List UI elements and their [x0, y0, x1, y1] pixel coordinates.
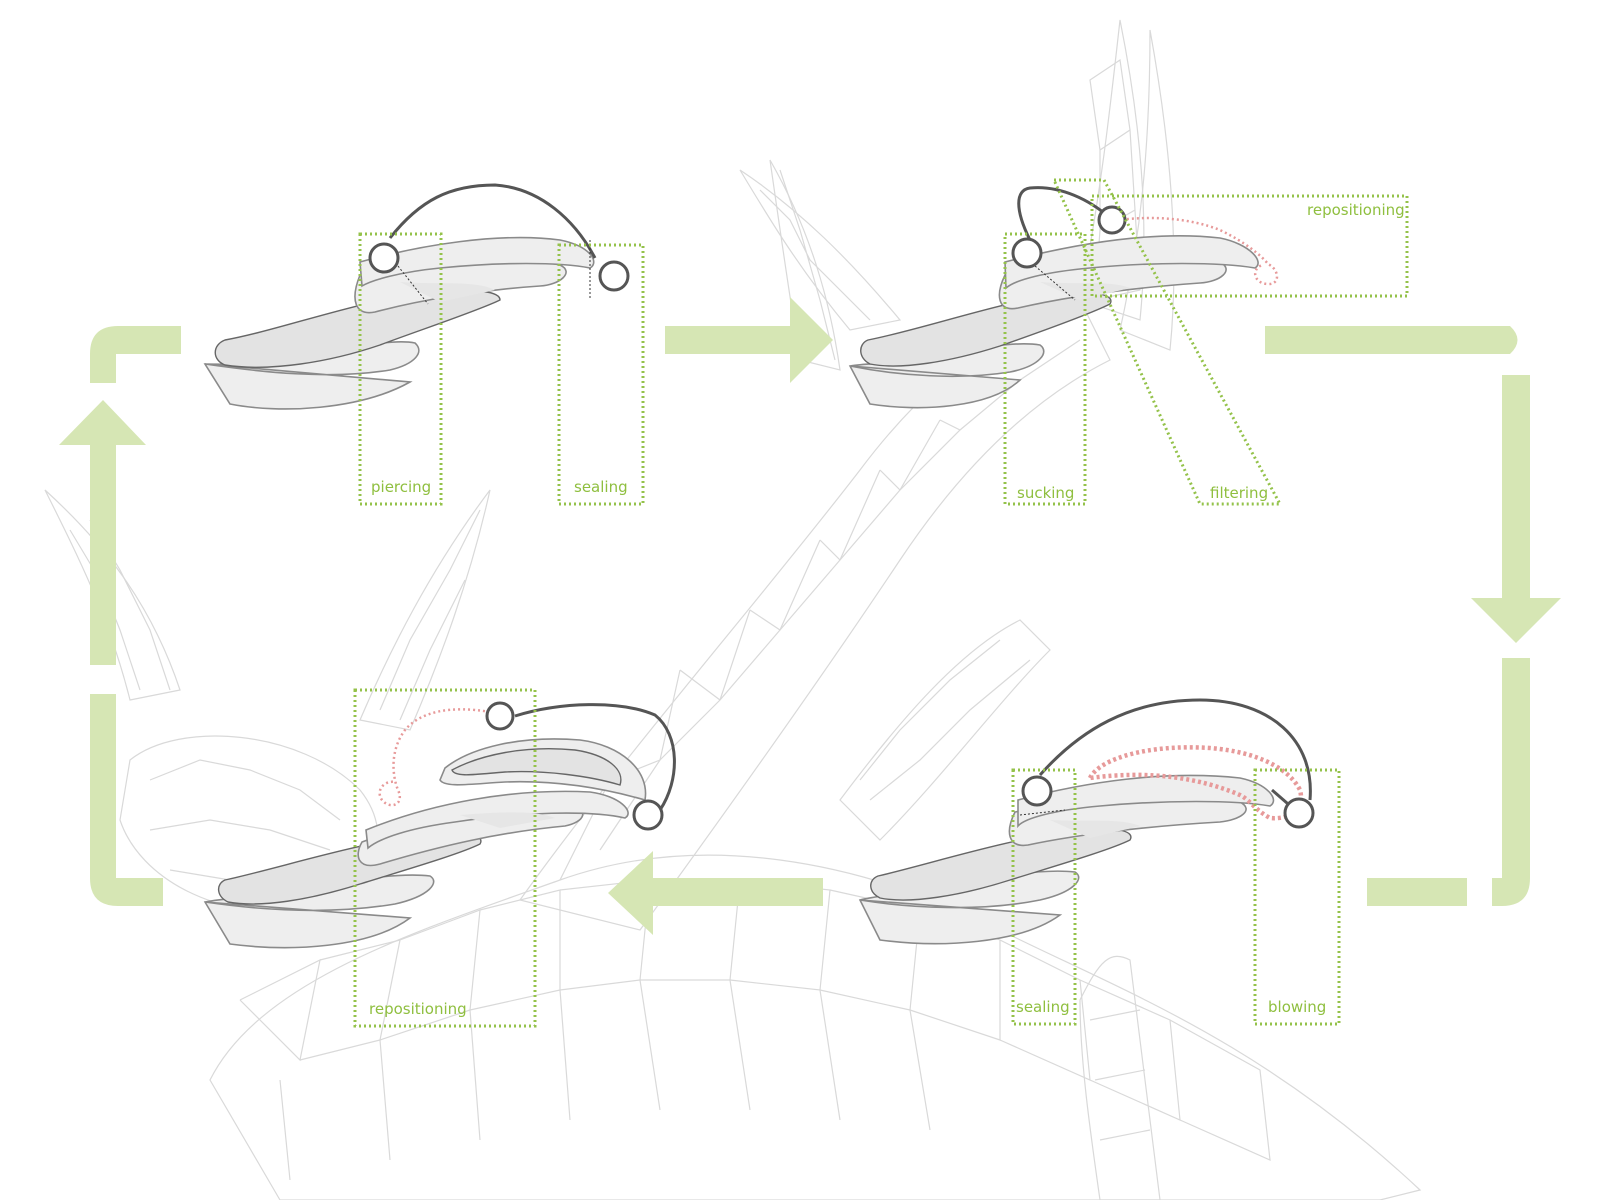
repositioning-bottom-label: repositioning: [369, 1000, 467, 1018]
air-path: [1111, 216, 1279, 286]
tissue-body: [203, 738, 647, 949]
repositioning-node: [485, 701, 515, 731]
cycle-flow-arrows: [59, 297, 1561, 935]
blowing-box: [1253, 768, 1341, 1026]
stage-piercing-sealing: piercing sealing: [203, 183, 645, 506]
repositioning-top-box: [1090, 194, 1409, 298]
arrow-right-top: [665, 297, 833, 383]
actuator-arc: [1038, 698, 1312, 801]
sealing-top-label: sealing: [574, 478, 628, 496]
anchor-node: [632, 799, 664, 831]
filtering-label: filtering: [1210, 484, 1268, 502]
stage-sucking-filtering: sucking filtering repositioning: [848, 178, 1409, 506]
stage-sealing-blowing: sealing blowing: [858, 698, 1341, 1026]
repositioning-bottom-box: [353, 688, 537, 1028]
piercing-label: piercing: [371, 478, 431, 496]
actuator-arc: [388, 183, 597, 259]
repositioning-top-label: repositioning: [1307, 201, 1405, 219]
air-path: [378, 708, 491, 807]
stage-repositioning: repositioning: [203, 688, 676, 1028]
sucking-node: [1011, 237, 1043, 269]
sealing-node: [598, 260, 630, 292]
tissue-body: [858, 774, 1275, 945]
sucking-box: [1003, 232, 1087, 506]
arrow-up-left: [59, 400, 146, 665]
piercing-box: [358, 232, 443, 506]
arrow-left-bottom: [608, 851, 823, 935]
arrow-down-right: [1471, 375, 1561, 643]
sealing-box: [557, 243, 645, 506]
blowing-label: blowing: [1268, 998, 1326, 1016]
actuator-arc: [1017, 186, 1112, 241]
bar-top-right: [1265, 326, 1518, 354]
piercing-node: [368, 242, 400, 274]
air-path: [1087, 745, 1304, 821]
sealing-node: [1021, 775, 1053, 807]
bar-right-lower: [1492, 658, 1530, 906]
sealing-bottom-box: [1011, 768, 1077, 1026]
sealing-bottom-label: sealing: [1016, 998, 1070, 1016]
sucking-label: sucking: [1017, 484, 1074, 502]
tissue-body: [203, 236, 595, 410]
actuator-arc: [514, 703, 676, 811]
bar-top-left: [90, 326, 181, 383]
tissue-body: [848, 234, 1259, 409]
bar-bottom-left: [90, 694, 163, 906]
filtering-box: [1051, 178, 1283, 506]
bar-bottom-right: [1367, 878, 1467, 906]
blowing-node: [1283, 797, 1315, 829]
